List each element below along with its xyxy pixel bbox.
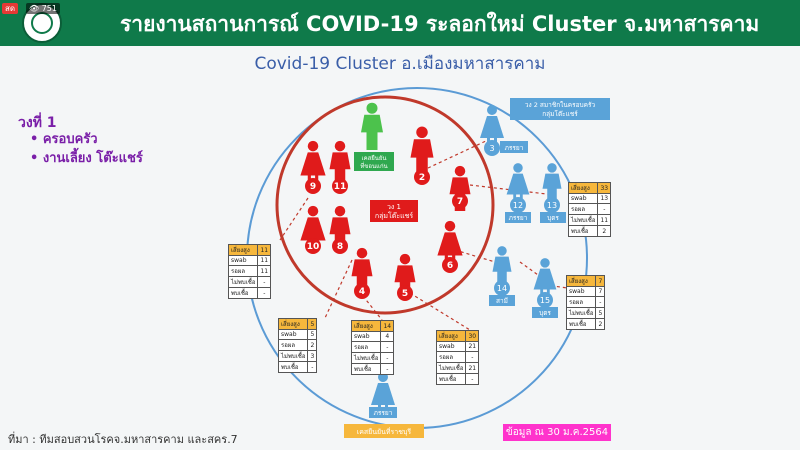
connector-lines [279, 139, 584, 377]
contact-3-number: 3 [489, 144, 494, 153]
live-badge: สด [2, 3, 19, 14]
table-row: พบเชื้อ- [350, 363, 395, 375]
table-row: รอผล- [567, 203, 612, 215]
slide-subtitle: Covid-19 Cluster อ.เมืองมหาสารคาม [254, 54, 546, 74]
case-2-number: 2 [419, 173, 425, 183]
wave-item-party: งานเลี้ยง โต๊ะแชร์ [30, 149, 143, 168]
data-source: ที่มา : ทีมสอบสวนโรคจ.มหาสารคาม และสคร.7 [8, 433, 238, 446]
khonkaen-label-box [354, 152, 394, 171]
wave-list: ครอบครัว งานเลี้ยง โต๊ะแชร์ [30, 130, 143, 168]
wave-title: วงที่ 1 [18, 115, 57, 131]
contact-14-number: 14 [497, 284, 507, 293]
contact-label-boxes [369, 141, 566, 418]
table-row: รอผล- [435, 351, 480, 363]
table-row: พบเชื้อ- [435, 373, 480, 385]
case-number-circles [305, 169, 468, 301]
case-10-number: 10 [307, 242, 320, 252]
contact-12-number: 12 [513, 201, 523, 210]
viewer-count: 👁 751 [26, 3, 60, 14]
case-5-number: 5 [402, 289, 408, 299]
viewer-count-value: 751 [41, 4, 57, 13]
case-9-number: 9 [310, 182, 316, 192]
wave1-label-box [370, 200, 418, 222]
contact-13-number: 13 [547, 201, 557, 210]
table-row: ไม่พบเชื้อ- [350, 352, 395, 364]
case-green-icon [361, 102, 383, 150]
case-7-number: 7 [457, 197, 463, 207]
contact-15-label: บุตร [539, 309, 551, 317]
contact-15-number: 15 [540, 296, 550, 305]
slide-title: รายงานสถานการณ์ COVID-19 ระลอกใหม่ Clust… [120, 12, 760, 36]
khonkaen-label-line1: เคสยืนยัน [362, 154, 387, 162]
table-row: พบเชื้อ- [227, 287, 272, 299]
case-4-number: 4 [359, 287, 365, 297]
contact-14-label: สามี [496, 297, 508, 305]
wave-item-family: ครอบครัว [30, 130, 143, 149]
case-6-number: 6 [447, 261, 453, 271]
wave2-label-line1: วง 2 สมาชิกในครอบครัว [525, 101, 596, 109]
contact-ratchaburi-label: ภรรยา [374, 409, 393, 417]
contact-number-circles [484, 140, 560, 308]
table-row: พบเชื้อ- [277, 361, 318, 373]
case-8-number: 8 [337, 242, 343, 252]
case-2-icon [410, 126, 434, 176]
wave2-label-line2: กลุ่มโต๊ะแชร์ [542, 110, 578, 118]
contact-3-label: ภรรยา [505, 144, 524, 152]
table-row: รอผล- [565, 296, 606, 308]
khonkaen-label-line2: ที่ขอนแก่น [360, 162, 387, 170]
table-row: รอผล- [350, 341, 395, 353]
ratchaburi-label-box [344, 424, 424, 438]
wave1-label-line2: กลุ่มโต๊ะแชร์ [375, 211, 413, 220]
data-date-badge: ข้อมูล ณ 30 ม.ค.2564 [503, 424, 611, 441]
table-row: ไม่พบเชื้อ- [227, 276, 272, 288]
inner-cluster-circle [275, 95, 495, 315]
wave1-label-line1: วง 1 [387, 203, 401, 211]
contact-12-label: ภรรยา [509, 214, 528, 222]
ratchaburi-label: เคสยืนยันที่ราชบุรี [357, 427, 412, 436]
wave2-label-box [510, 98, 610, 120]
case-11-number: 11 [334, 182, 347, 192]
contact-13-label: บุตร [547, 214, 559, 222]
